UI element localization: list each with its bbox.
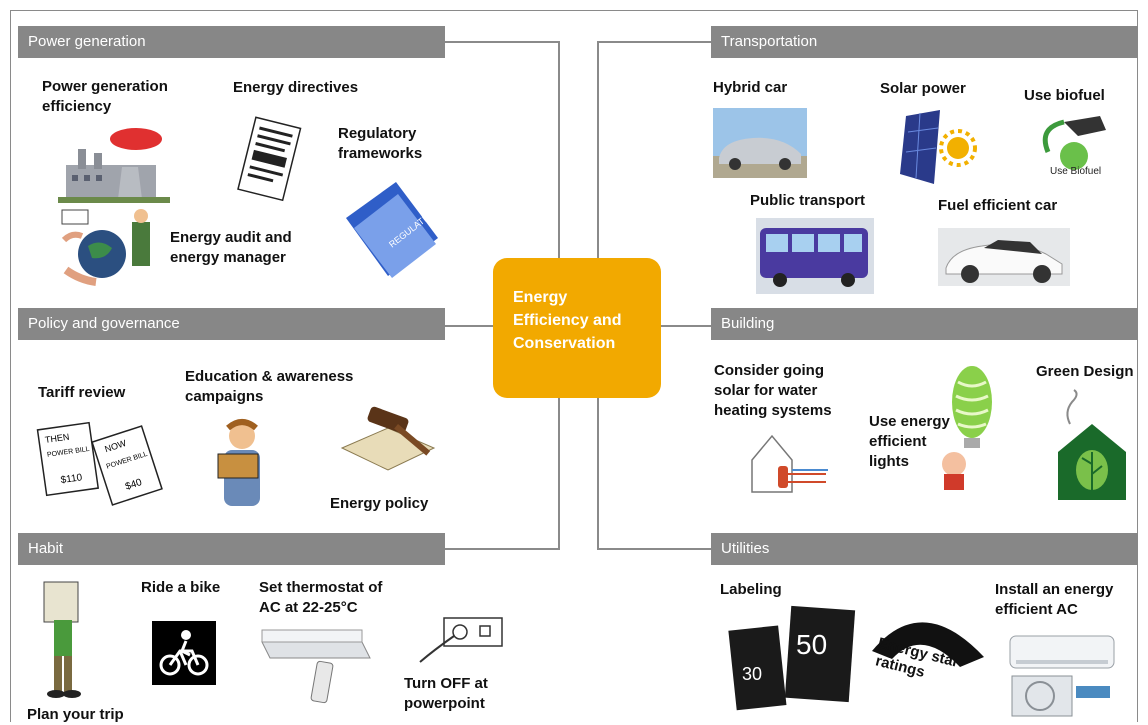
label-line: campaigns (185, 388, 264, 405)
air-conditioner-remote-icon (261, 629, 371, 704)
power-bill-icon: THEN POWER BILL $110 NOW POWER BILL $40 (36, 421, 163, 506)
connector-transport (598, 41, 711, 43)
label-solar-water-heating: Consider going solar for water heating s… (714, 361, 832, 421)
label-line: efficient AC (995, 601, 1078, 618)
label-line: solar for water (714, 382, 818, 399)
regulations-folder-icon: REGULATIONS (346, 182, 444, 278)
label-public-transport: Public transport (750, 192, 866, 209)
label-number-50: 50 (796, 629, 827, 660)
label-line: heating systems (714, 402, 832, 419)
energy-audit-globe-icon (61, 209, 150, 286)
label-line: lights (869, 453, 909, 470)
label-energy-policy: Energy policy (330, 495, 429, 512)
label-ride-a-bike: Ride a bike (141, 579, 221, 596)
connector-building (660, 325, 712, 327)
label-line: Education & awareness (185, 368, 354, 385)
energy-saving-bulb-icon (942, 366, 992, 490)
label-line: Install an energy (995, 581, 1114, 598)
connector-habit-vertical (558, 398, 560, 550)
label-green-design: Green Design (1036, 363, 1134, 380)
connector-policy (445, 325, 495, 327)
label-line: Power generation (42, 78, 168, 95)
label-education-awareness: Education & awareness campaigns (185, 367, 353, 407)
bill-now-amount: $40 (124, 477, 144, 493)
connector-habit (445, 548, 560, 550)
label-line: Use energy (869, 413, 950, 430)
label-energy-audit: Energy audit and energy manager (170, 228, 292, 268)
energy-star-ratings-icon: Energy star ratings (872, 622, 984, 681)
label-fuel-efficient-car: Fuel efficient car (938, 197, 1058, 214)
label-line: Set thermostat of (259, 579, 383, 596)
diagram-frame (10, 10, 1138, 722)
center-title-line-3: Conservation (513, 335, 616, 352)
label-line: AC at 22-25°C (259, 599, 358, 616)
label-energy-directives: Energy directives (233, 79, 359, 96)
power-plant-icon (58, 128, 170, 203)
label-line: Regulatory (338, 125, 417, 142)
bicycle-icon (152, 621, 216, 685)
label-solar-power: Solar power (880, 80, 966, 97)
biofuel-nozzle-icon: Use Biofuel (1042, 116, 1106, 177)
label-line: Energy audit and (170, 229, 292, 246)
split-air-conditioner-icon (1009, 635, 1115, 717)
label-energy-efficient-lights: Use energy efficient lights (869, 412, 950, 472)
gavel-book-icon (340, 406, 436, 471)
connector-transport-vertical (597, 41, 599, 259)
category-utilities: Utilities (711, 533, 1138, 565)
directive-document-icon (237, 116, 302, 202)
bill-then-amount: $110 (60, 472, 83, 486)
energy-labels-icon: 30 50 (728, 605, 856, 711)
category-habit: Habit (18, 533, 445, 565)
connector-utilities (597, 548, 712, 550)
label-labeling: Labeling (720, 581, 782, 598)
bill-then-text: THEN (44, 432, 70, 445)
center-title-line-2: Efficiency and (513, 312, 622, 329)
hybrid-car-icon (713, 108, 807, 178)
solar-panel-icon (900, 110, 977, 184)
public-bus-icon (756, 218, 874, 294)
map-reader-icon (43, 581, 81, 698)
label-install-efficient-ac: Install an energy efficient AC (995, 580, 1113, 620)
reading-person-icon (217, 419, 260, 506)
label-line: Consider going (714, 362, 824, 379)
label-hybrid-car: Hybrid car (713, 79, 788, 96)
fuel-efficient-car-icon (938, 228, 1070, 286)
label-number-30: 30 (742, 664, 762, 684)
category-policy-governance: Policy and governance (18, 308, 445, 340)
label-line: Turn OFF at (404, 675, 488, 692)
label-line: frameworks (338, 145, 423, 162)
connector-utilities-vertical (597, 398, 599, 550)
center-box: Energy Efficiency and Conservation (493, 258, 661, 398)
category-power-generation: Power generation (18, 26, 445, 58)
label-set-thermostat: Set thermostat of AC at 22-25°C (259, 578, 382, 618)
label-plan-your-trip: Plan your trip (27, 706, 124, 723)
label-regulatory-frameworks: Regulatory frameworks (338, 124, 422, 164)
label-power-generation-efficiency: Power generation efficiency (42, 77, 168, 117)
label-line: powerpoint (404, 695, 485, 712)
biofuel-caption: Use Biofuel (1050, 166, 1101, 177)
power-outlet-icon (419, 617, 503, 663)
label-line: efficiency (42, 98, 112, 115)
connector-power (445, 41, 560, 43)
label-use-biofuel: Use biofuel (1024, 87, 1105, 104)
label-line: energy manager (170, 249, 286, 266)
center-title-line-1: Energy (513, 289, 568, 306)
category-transportation: Transportation (711, 26, 1138, 58)
label-tariff-review: Tariff review (38, 384, 126, 401)
connector-power-vertical (558, 41, 560, 259)
label-line: efficient (869, 433, 927, 450)
label-turn-off-powerpoint: Turn OFF at powerpoint (404, 674, 488, 714)
green-house-icon (1058, 389, 1126, 500)
solar-water-heater-icon (751, 434, 828, 493)
category-building: Building (711, 308, 1138, 340)
